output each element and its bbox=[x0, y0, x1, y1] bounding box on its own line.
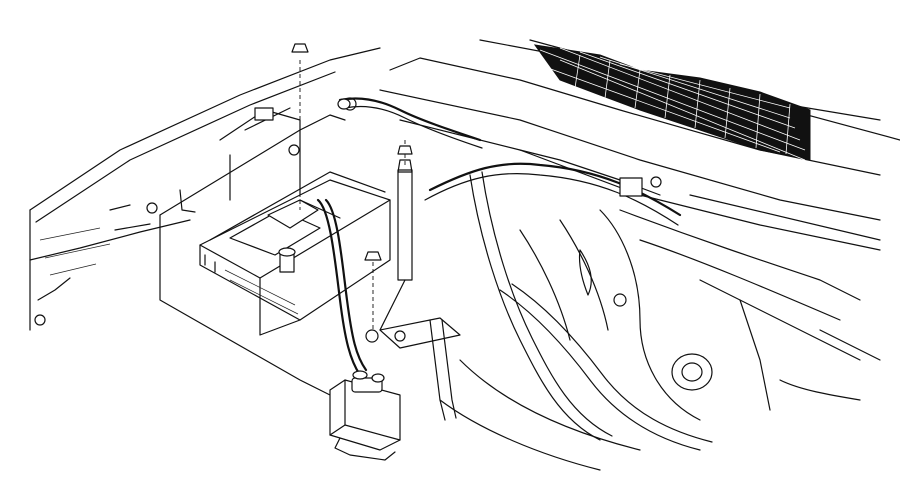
nut-icon bbox=[291, 43, 309, 53]
wheelhouse bbox=[439, 219, 641, 471]
bolt-icon bbox=[288, 144, 300, 156]
battery-hold-down bbox=[267, 43, 319, 273]
fastener-guide bbox=[364, 251, 382, 330]
fender-panel bbox=[29, 47, 381, 331]
bolt-icon bbox=[146, 202, 158, 214]
upper-cable bbox=[337, 97, 483, 149]
ground-cable bbox=[379, 140, 413, 331]
fastener bbox=[254, 107, 274, 121]
strut-tower bbox=[578, 209, 881, 421]
cowl-panel bbox=[379, 39, 900, 251]
battery-cable bbox=[316, 198, 368, 377]
nut-icon bbox=[397, 145, 413, 155]
bolt-icon bbox=[34, 314, 46, 326]
cowl-clip bbox=[619, 177, 643, 197]
nut-icon bbox=[364, 251, 382, 261]
wiring-harness bbox=[424, 162, 713, 451]
solenoid-relay bbox=[329, 370, 401, 461]
